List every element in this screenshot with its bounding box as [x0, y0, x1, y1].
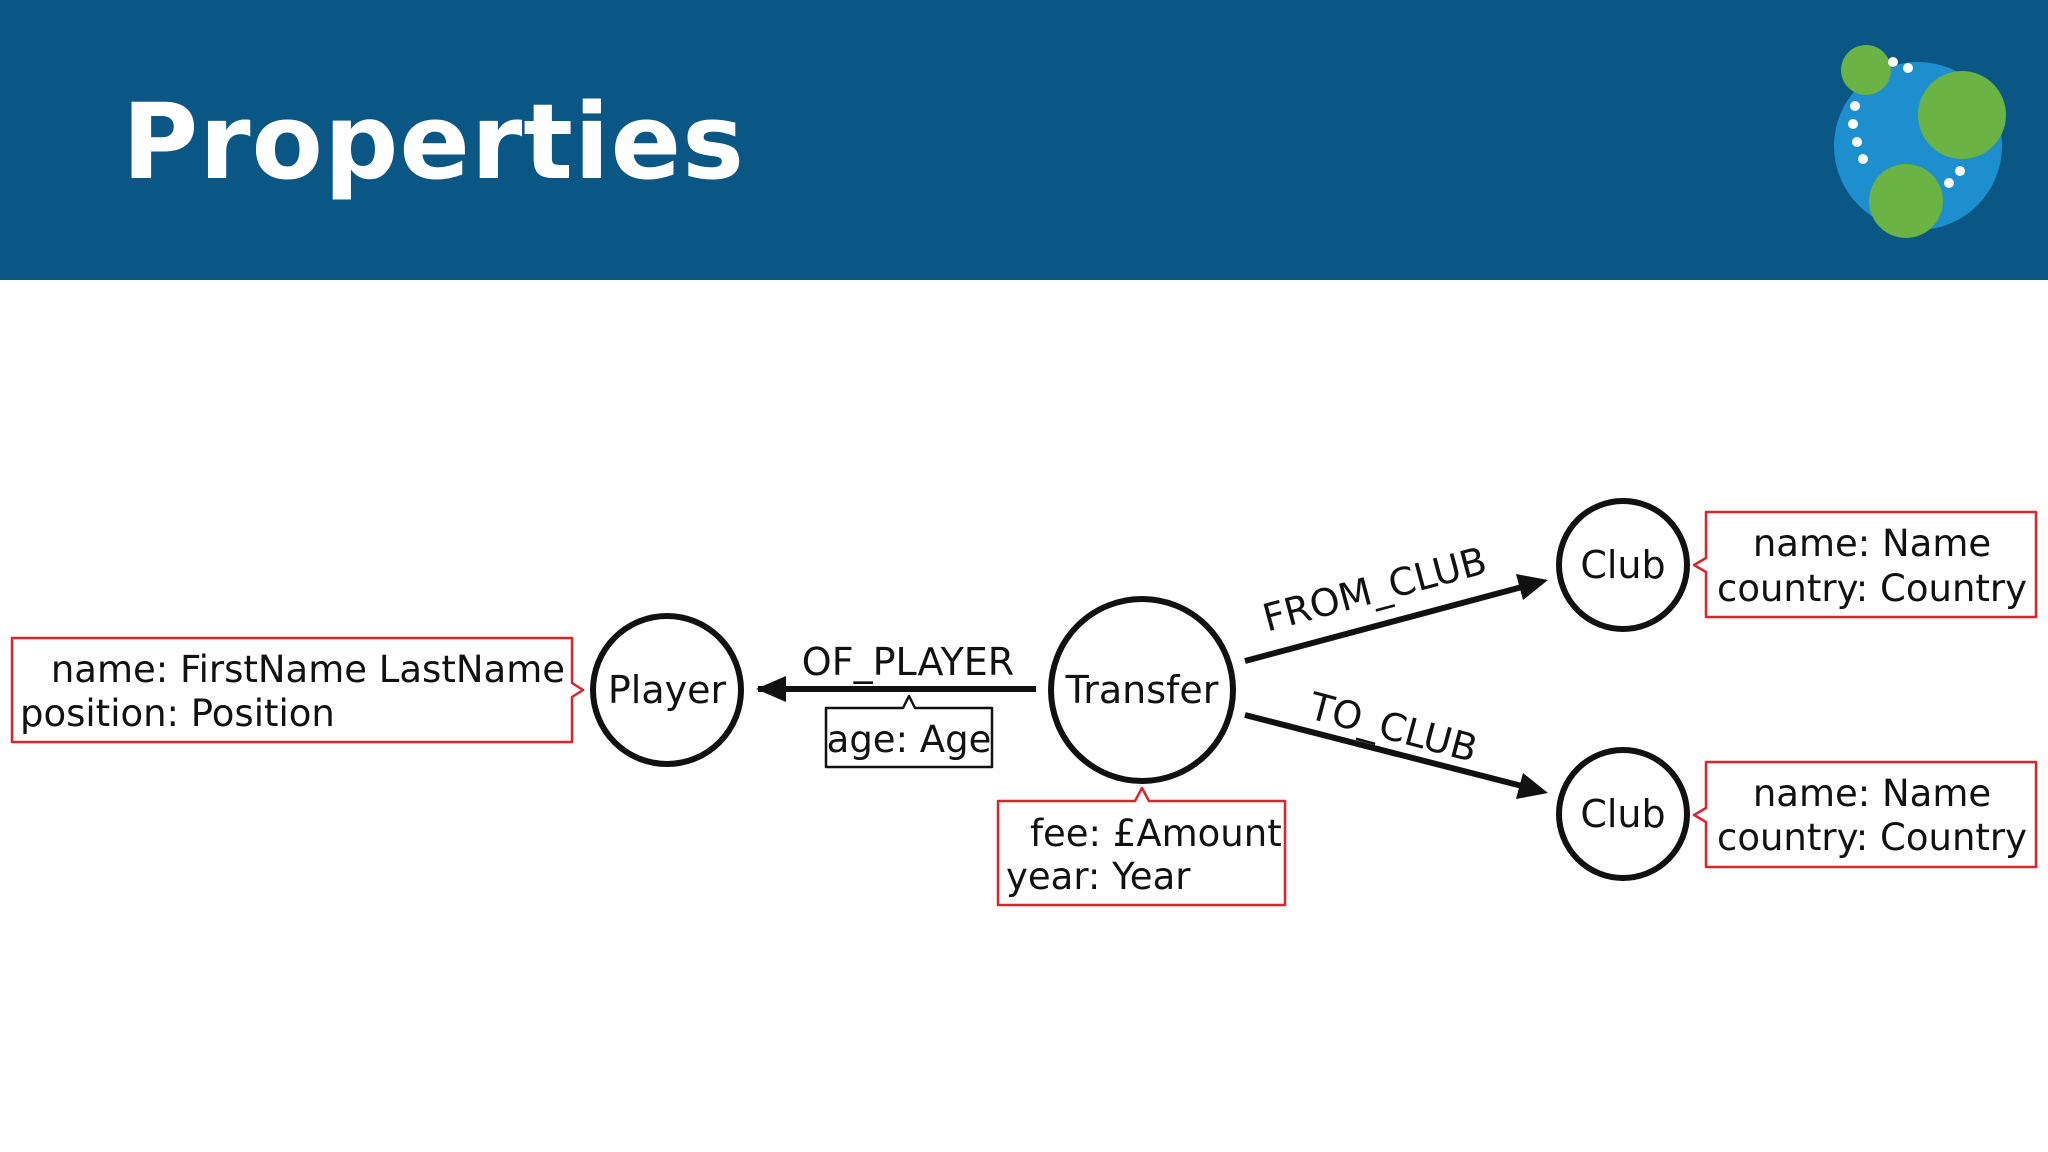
of-player-relationship: OF_PLAYER age: Age	[756, 640, 1036, 769]
player-node-label: Player	[608, 668, 727, 712]
player-property-box: name: FirstName LastName position: Posit…	[10, 636, 585, 744]
player-node: Player	[590, 613, 744, 767]
transfer-property-year: year: Year	[1006, 855, 1191, 898]
club-from-property-name: name: Name	[1753, 522, 1991, 565]
transfer-node: Transfer	[1048, 596, 1236, 784]
of-player-label: OF_PLAYER	[802, 640, 1014, 684]
transfer-node-label: Transfer	[1065, 668, 1219, 712]
club-from-node-label: Club	[1580, 543, 1665, 587]
club-from-node: Club	[1556, 498, 1690, 632]
of-player-property-age: age: Age	[827, 718, 992, 761]
club-from-property-box: name: Name country: Country	[1692, 510, 2038, 619]
to-club-relationship: TO_CLUB	[1244, 684, 1548, 799]
player-property-name: name: FirstName LastName	[51, 648, 565, 691]
transfer-property-fee: fee: £Amount	[1030, 812, 1282, 855]
club-from-property-country: country: Country	[1717, 567, 2027, 610]
club-to-node-label: Club	[1580, 792, 1665, 836]
slide-title: Properties	[122, 81, 746, 203]
club-to-property-box: name: Name country: Country	[1692, 760, 2038, 869]
club-to-property-country: country: Country	[1717, 816, 2027, 859]
graph-model-diagram: name: FirstName LastName position: Posit…	[10, 498, 2038, 907]
transfer-property-box: fee: £Amount year: Year	[996, 786, 1287, 907]
player-property-position: position: Position	[20, 692, 335, 735]
header-banner: Properties	[0, 0, 2048, 280]
club-to-property-name: name: Name	[1753, 772, 1991, 815]
from-club-relationship: FROM_CLUB	[1244, 538, 1548, 664]
of-player-property-box	[824, 694, 994, 769]
to-club-label: TO_CLUB	[1304, 684, 1482, 771]
neo4j-logo-icon	[1834, 45, 2006, 238]
club-to-node: Club	[1556, 747, 1690, 881]
